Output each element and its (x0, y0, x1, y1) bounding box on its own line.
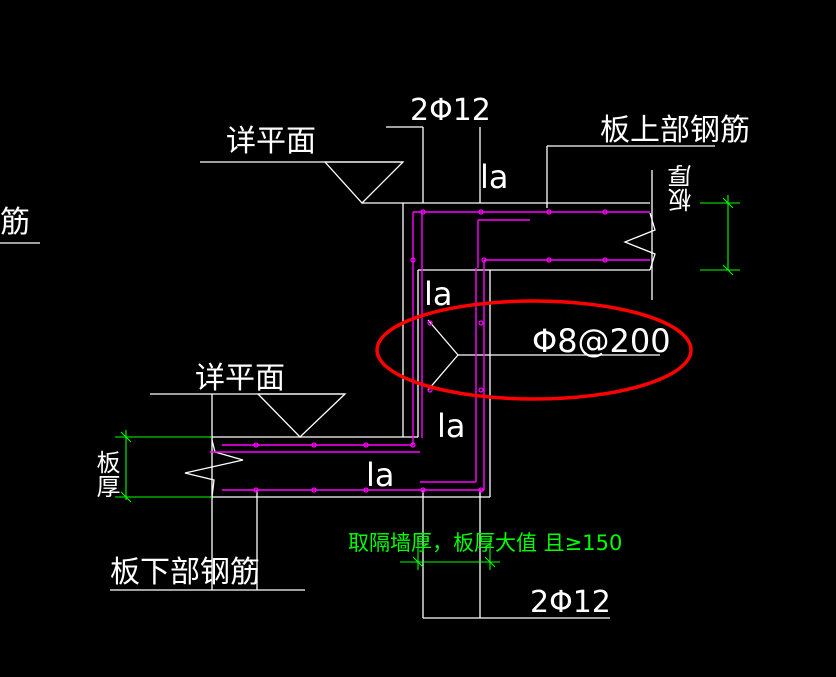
stirrup-label: Φ8@200 (532, 322, 671, 360)
top-bars-label: 2Φ12 (410, 93, 491, 128)
break-line-lower (184, 439, 244, 498)
anchor-length-label-2: la (424, 275, 453, 313)
slab-top-rebar-label: 板上部钢筋 (600, 113, 750, 148)
anchor-length-label-3: la (437, 407, 466, 445)
bottom-bars-label: 2Φ12 (530, 585, 611, 620)
detail-plan-symbol-lower (256, 393, 347, 438)
slab-thickness-label-upper: 板厚 (668, 164, 696, 212)
rebar-dots (253, 209, 608, 493)
slab-thickness-label-lower: 板厚 (92, 450, 120, 498)
detail-plan-symbol-upper (323, 161, 405, 204)
anchor-length-label-4: la (366, 456, 395, 494)
edge-label: 筋 (0, 205, 30, 240)
structure-lines (0, 126, 715, 619)
anchor-length-label-1: la (480, 158, 509, 196)
dimension-lines (115, 195, 740, 570)
break-line-upper (623, 212, 656, 271)
detail-plan-label-upper: 详平面 (226, 124, 316, 159)
detail-plan-label-lower: 详平面 (195, 361, 285, 396)
highlight-ellipse (375, 299, 693, 401)
thickness-note: 取隔墙厚，板厚大值 且≥150 (348, 531, 622, 555)
slab-bottom-rebar-label: 板下部钢筋 (110, 555, 260, 590)
